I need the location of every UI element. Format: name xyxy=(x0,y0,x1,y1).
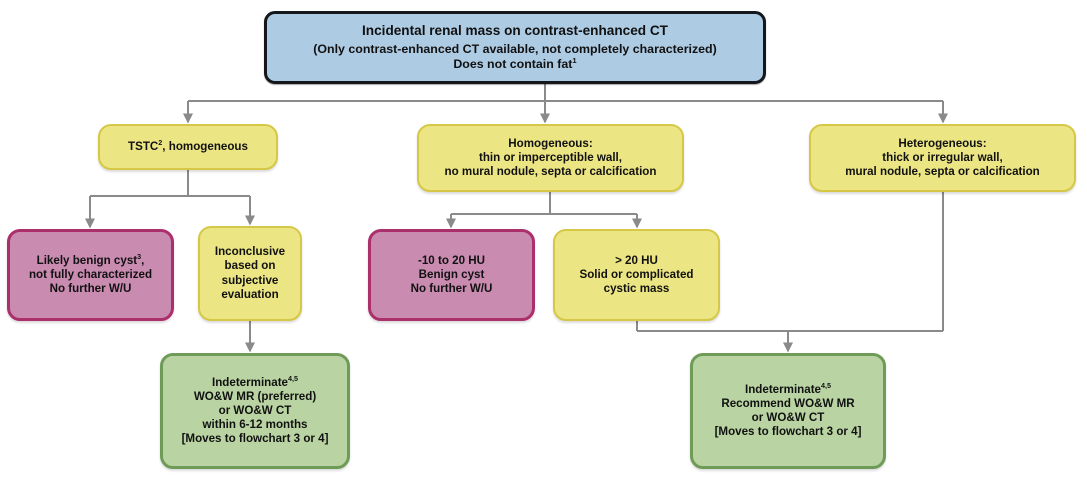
homogeneous-line-1: Homogeneous: xyxy=(508,136,593,150)
node-inconclusive[interactable]: Inconclusive based on subjective evaluat… xyxy=(198,226,302,321)
indeterminate-left-line-1: Indeterminate4,5 xyxy=(211,373,299,390)
indeterminate-left-footnote: 4,5 xyxy=(288,373,299,383)
node-likely-benign-cyst[interactable]: Likely benign cyst3, not fully character… xyxy=(7,229,174,321)
node-heterogeneous[interactable]: Heterogeneous: thick or irregular wall, … xyxy=(809,124,1076,192)
node-hu-minus10-to-20[interactable]: -10 to 20 HU Benign cyst No further W/U xyxy=(368,229,535,321)
indeterminate-left-line-2: WO&W MR (preferred) xyxy=(193,389,317,403)
likely-benign-line-3: No further W/U xyxy=(49,282,132,296)
hu-low-line-2: Benign cyst xyxy=(418,267,485,281)
hu-high-line-1: > 20 HU xyxy=(615,253,658,267)
tstc-footnote: 2 xyxy=(158,138,163,148)
tstc-label-rest: , homogeneous xyxy=(162,139,248,153)
node-homogeneous[interactable]: Homogeneous: thin or imperceptible wall,… xyxy=(417,124,684,192)
node-tstc-homogeneous[interactable]: TSTC2, homogeneous xyxy=(98,124,278,170)
likely-benign-label: Likely benign cyst xyxy=(36,253,138,267)
indeterminate-left-line-4: within 6-12 months xyxy=(202,418,308,432)
root-line-2: (Only contrast-enhanced CT available, no… xyxy=(313,41,717,56)
indeterminate-right-label: Indeterminate xyxy=(744,382,822,396)
likely-benign-line-2: not fully characterized xyxy=(28,267,153,281)
indeterminate-right-footnote: 4,5 xyxy=(821,380,832,390)
heterogeneous-line-1: Heterogeneous: xyxy=(898,136,987,150)
hu-high-line-3: cystic mass xyxy=(603,282,670,296)
heterogeneous-line-3: mural nodule, septa or calcification xyxy=(845,165,1040,179)
inconclusive-line-4: evaluation xyxy=(221,287,279,301)
likely-benign-label-rest: , xyxy=(141,253,145,267)
indeterminate-left-label: Indeterminate xyxy=(211,375,289,389)
node-hu-greater-than-20[interactable]: > 20 HU Solid or complicated cystic mass xyxy=(553,229,720,321)
indeterminate-right-line-4: [Moves to flowchart 3 or 4] xyxy=(714,425,862,439)
inconclusive-line-3: subjective xyxy=(221,273,279,287)
homogeneous-line-3: no mural nodule, septa or calcification xyxy=(444,165,657,179)
likely-benign-footnote: 3 xyxy=(137,251,142,261)
indeterminate-left-line-3: or WO&W CT xyxy=(218,403,292,417)
root-line-3: Does not contain fat1 xyxy=(453,55,577,72)
hu-low-line-3: No further W/U xyxy=(410,282,493,296)
hu-high-line-2: Solid or complicated xyxy=(579,267,694,281)
hu-low-line-1: -10 to 20 HU xyxy=(417,253,485,267)
inconclusive-line-1: Inconclusive xyxy=(214,245,286,259)
node-indeterminate-right[interactable]: Indeterminate4,5 Recommend WO&W MR or WO… xyxy=(690,353,886,469)
heterogeneous-line-2: thick or irregular wall, xyxy=(882,150,1003,164)
likely-benign-line-1: Likely benign cyst3, xyxy=(36,251,145,268)
indeterminate-right-line-3: or WO&W CT xyxy=(751,411,825,424)
homogeneous-line-2: thin or imperceptible wall, xyxy=(478,150,622,164)
node-incidental-renal-mass[interactable]: Incidental renal mass on contrast-enhanc… xyxy=(264,11,766,84)
tstc-line-1: TSTC2, homogeneous xyxy=(128,138,248,154)
indeterminate-left-line-5: [Moves to flowchart 3 or 4] xyxy=(181,432,329,446)
indeterminate-right-line-1: Indeterminate4,5 xyxy=(744,380,832,397)
root-line-3-footnote: 1 xyxy=(572,55,577,65)
indeterminate-right-line-2: Recommend WO&W MR xyxy=(721,396,855,410)
node-indeterminate-left[interactable]: Indeterminate4,5 WO&W MR (preferred) or … xyxy=(160,353,350,469)
root-line-3-text: Does not contain fat xyxy=(453,56,573,71)
inconclusive-line-2: based on xyxy=(224,259,276,273)
tstc-label: TSTC xyxy=(128,139,159,153)
root-line-1: Incidental renal mass on contrast-enhanc… xyxy=(362,23,668,39)
